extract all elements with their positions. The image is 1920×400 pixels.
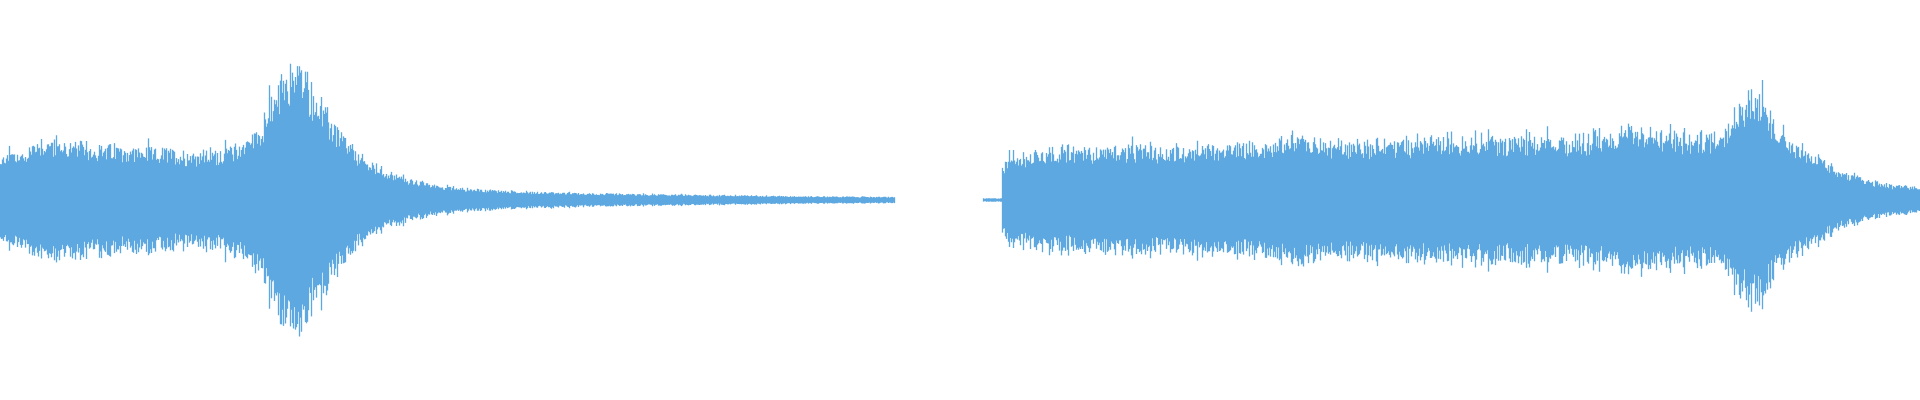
waveform-clip-2 bbox=[1001, 80, 1920, 312]
waveform-track bbox=[0, 63, 1920, 337]
